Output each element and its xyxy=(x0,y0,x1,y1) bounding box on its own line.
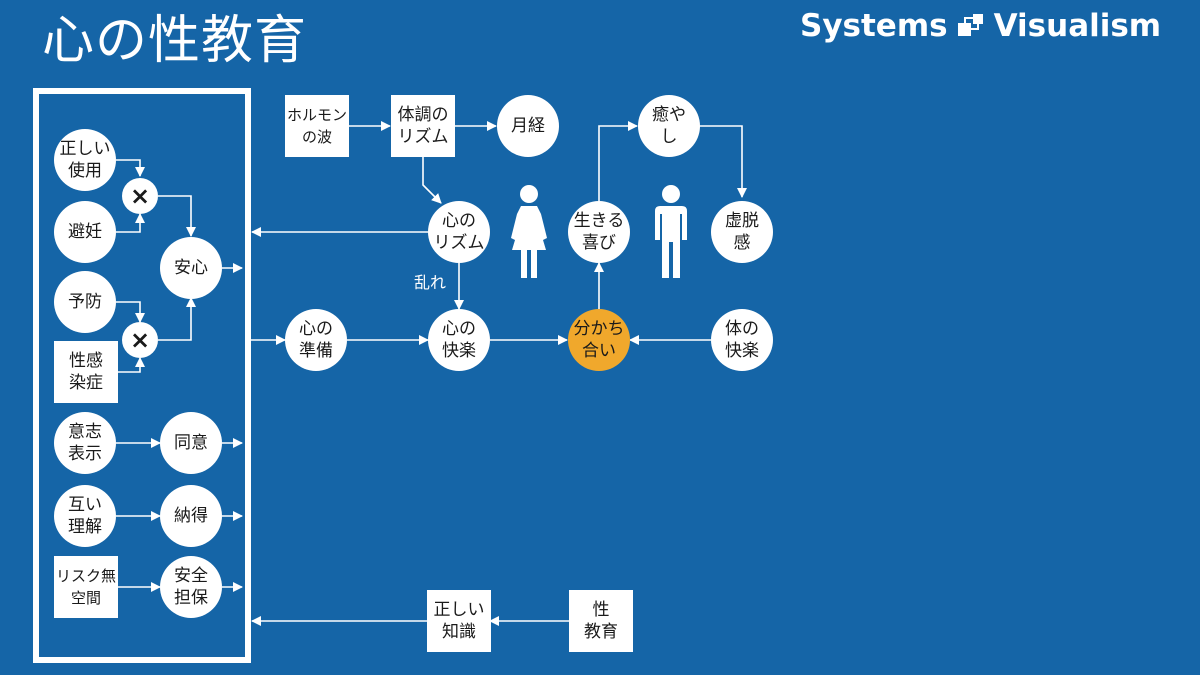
node-risk-free-space: リスク無 空間 xyxy=(54,556,118,618)
node-sti: 性感 染症 xyxy=(54,341,118,403)
node-hormone-wave: ホルモン の波 xyxy=(285,95,349,157)
node-mutual-understanding: 互い 理解 xyxy=(54,485,116,547)
male-person-icon xyxy=(655,185,687,278)
arrow-body-rhythm-to-mind-rhythm xyxy=(422,157,442,204)
node-agreement: 納得 xyxy=(160,485,222,547)
brand-right-text: Visualism xyxy=(993,8,1162,44)
left-group-box xyxy=(33,88,251,663)
node-consent: 同意 xyxy=(160,412,222,474)
female-person-icon xyxy=(511,185,547,278)
node-body-pleasure: 体の 快楽 xyxy=(711,309,773,371)
node-correct-knowledge: 正しい 知識 xyxy=(427,590,491,652)
arrow-healing-to-lethargy xyxy=(699,125,747,198)
node-mind-readiness: 心の 準備 xyxy=(285,309,347,371)
node-healing: 癒や し xyxy=(638,95,700,157)
node-sex-education: 性 教育 xyxy=(569,590,633,652)
node-body-rhythm: 体調の リズム xyxy=(391,95,455,157)
node-lethargy: 虚脱 感 xyxy=(711,201,773,263)
arrow-x1-to-peace xyxy=(158,195,196,237)
systems-visualism-logo-icon xyxy=(957,14,983,36)
arrow-joy-to-healing xyxy=(598,121,638,201)
multiply-node-1: × xyxy=(122,178,158,214)
arrow-x2-to-peace xyxy=(158,297,196,341)
arrow-prevention-to-x2 xyxy=(116,301,145,323)
label-disturbance: 乱れ xyxy=(414,273,447,292)
node-menstruation: 月経 xyxy=(497,95,559,157)
node-mind-pleasure: 心の 快楽 xyxy=(428,309,490,371)
node-joy-of-living: 生きる 喜び xyxy=(568,201,630,263)
node-safety-assurance: 安全 担保 xyxy=(160,556,222,618)
arrow-contraception-to-x1 xyxy=(116,213,145,233)
node-peace-of-mind: 安心 xyxy=(160,237,222,299)
page-title: 心の性教育 xyxy=(42,11,308,71)
arrow-sti-to-x2 xyxy=(116,357,145,373)
node-correct-use: 正しい 使用 xyxy=(54,129,116,191)
node-contraception: 避妊 xyxy=(54,201,116,263)
brand-logo: Systems Visualism xyxy=(800,6,1161,46)
arrow-correct-use-to-x1 xyxy=(116,159,145,177)
node-intention: 意志 表示 xyxy=(54,412,116,474)
node-sharing: 分かち 合い xyxy=(568,309,630,371)
node-prevention: 予防 xyxy=(54,271,116,333)
brand-left-text: Systems xyxy=(800,8,948,44)
multiply-node-2: × xyxy=(122,322,158,358)
node-mind-rhythm: 心の リズム xyxy=(428,201,490,263)
